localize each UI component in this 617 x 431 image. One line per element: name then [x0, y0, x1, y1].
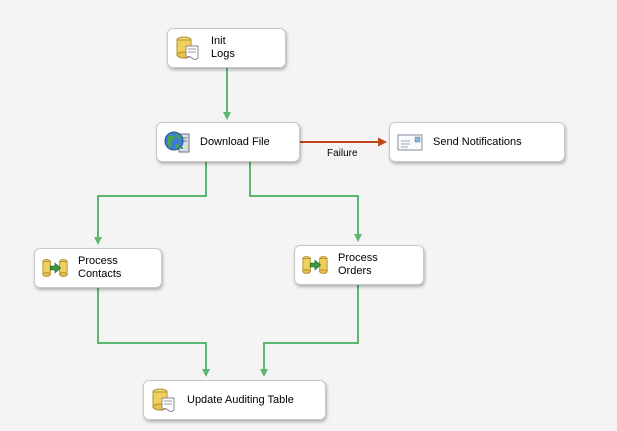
data-flow-icon — [301, 251, 329, 279]
task-label: Init Logs — [211, 35, 235, 60]
constraint-contacts-to-auditing[interactable] — [97, 288, 210, 377]
task-init-logs[interactable]: Init Logs — [167, 28, 286, 68]
globe-server-icon — [163, 128, 191, 156]
task-label: Update Auditing Table — [187, 393, 294, 406]
constraint-download-to-orders[interactable] — [249, 162, 362, 242]
database-script-icon — [174, 34, 202, 62]
task-process-orders[interactable]: Process Orders — [294, 245, 424, 285]
database-script-icon — [150, 386, 178, 414]
task-update-auditing-table[interactable]: Update Auditing Table — [143, 380, 326, 420]
task-label: Send Notifications — [433, 135, 522, 148]
task-label: Process Contacts — [78, 255, 122, 280]
data-flow-icon — [41, 254, 69, 282]
mail-envelope-icon — [396, 128, 424, 156]
task-label: Download File — [200, 135, 270, 148]
task-send-notifications[interactable]: Send Notifications — [389, 122, 565, 162]
constraint-download-to-contacts[interactable] — [94, 162, 207, 245]
failure-constraint-label: Failure — [327, 148, 358, 159]
task-label: Process Orders — [338, 252, 378, 277]
constraint-orders-to-auditing[interactable] — [260, 285, 359, 377]
task-download-file[interactable]: Download File — [156, 122, 300, 162]
task-process-contacts[interactable]: Process Contacts — [34, 248, 162, 288]
